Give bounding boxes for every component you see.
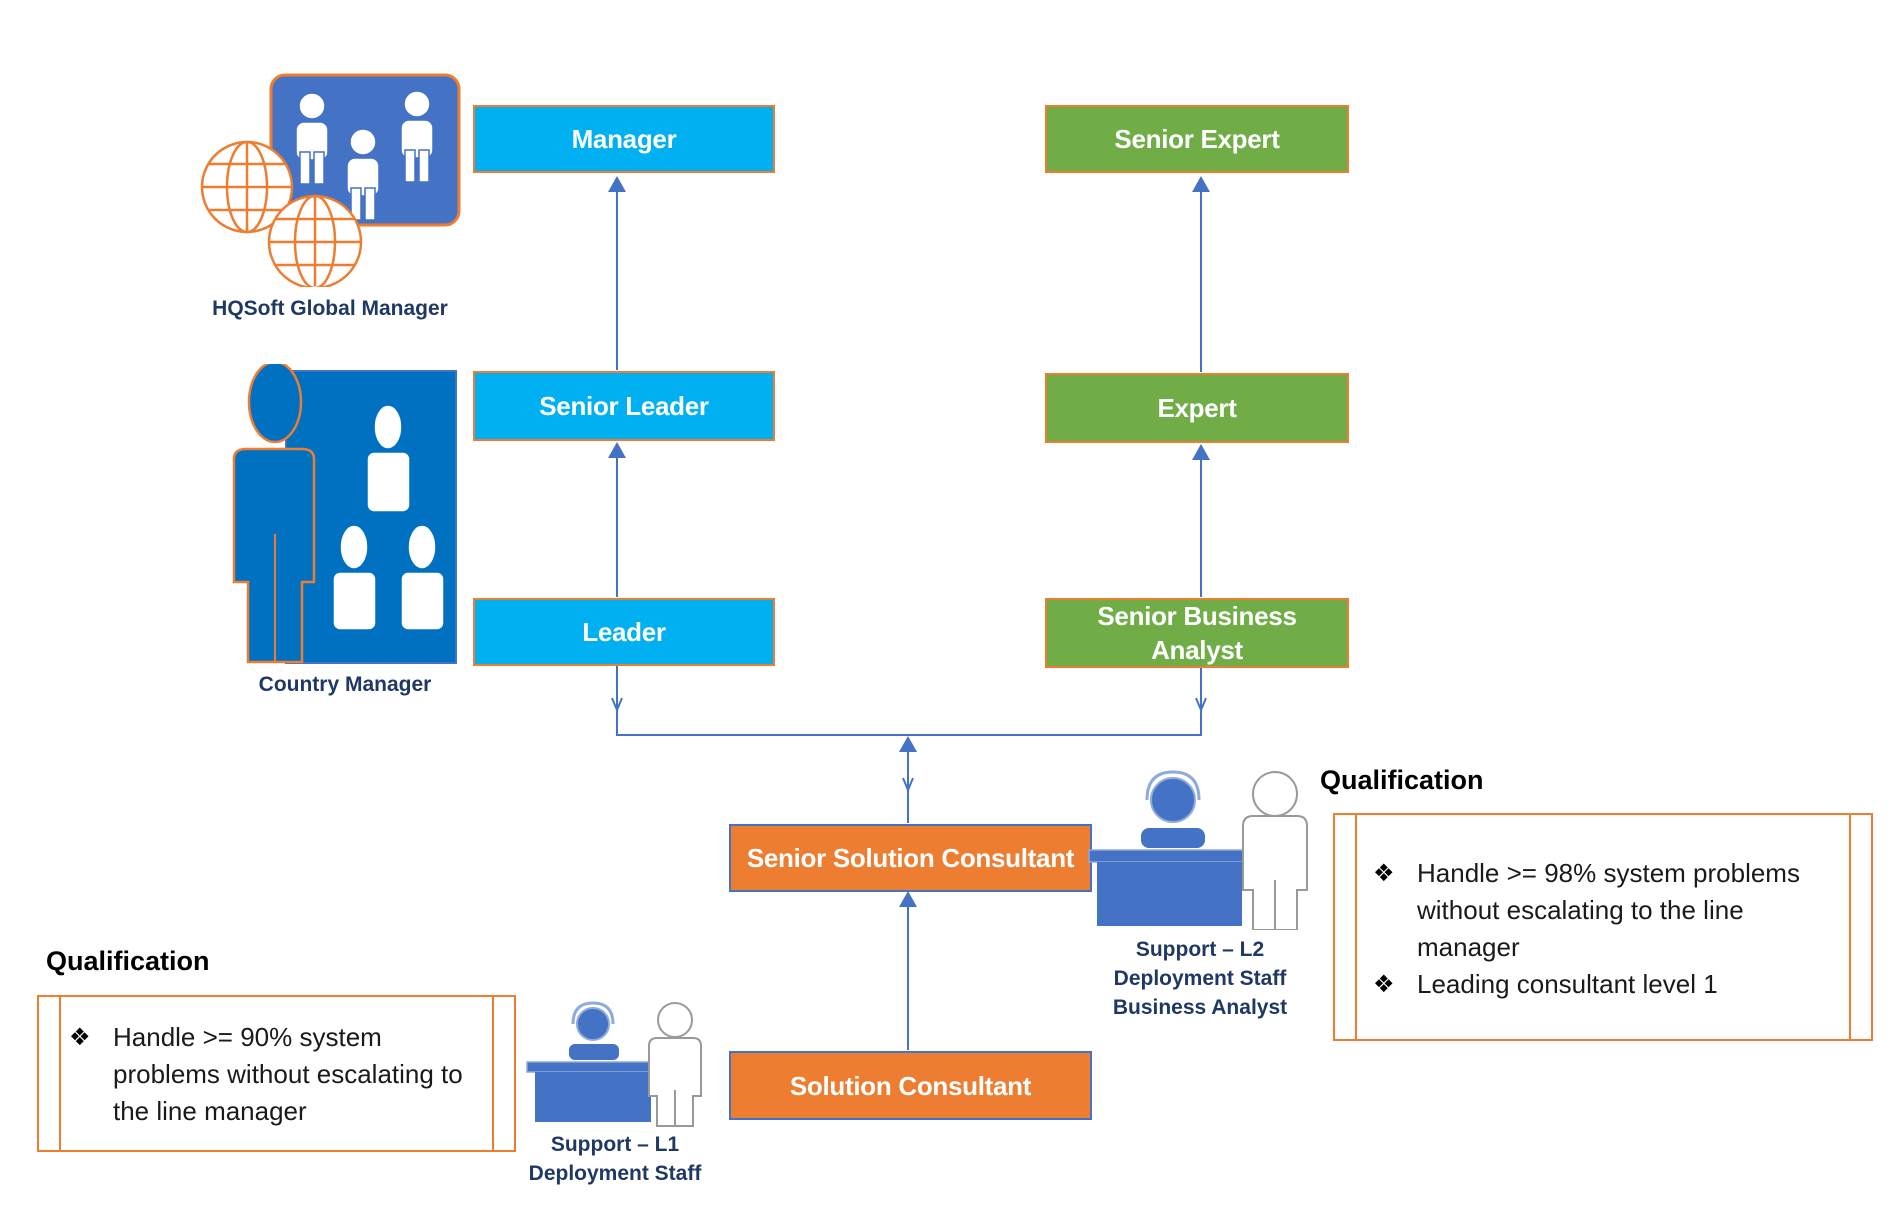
bullet-icon: ❖ bbox=[1373, 971, 1395, 998]
caption-line: Deployment Staff bbox=[528, 1162, 702, 1185]
role-box-expert: Expert bbox=[1045, 373, 1349, 443]
qualification-list-senior: ❖ Handle >= 98% system problems without … bbox=[1373, 855, 1813, 1003]
caption-hqsoft-global-manager: HQSoft Global Manager bbox=[212, 297, 448, 320]
support-desk-l1-icon bbox=[526, 1001, 702, 1127]
caption-support-l1: Support – L1 Deployment Staff bbox=[500, 1130, 730, 1188]
role-box-senior-expert: Senior Expert bbox=[1045, 105, 1349, 173]
role-box-solution-consultant: Solution Consultant bbox=[729, 1051, 1092, 1120]
qualification-text: Handle >= 98% system problems without es… bbox=[1417, 858, 1800, 962]
role-box-senior-business-analyst: Senior Business Analyst bbox=[1045, 598, 1349, 668]
qualification-item: ❖ Handle >= 98% system problems without … bbox=[1373, 855, 1813, 966]
bullet-icon: ❖ bbox=[69, 1024, 91, 1051]
role-box-leader: Leader bbox=[473, 598, 775, 666]
qualification-title-junior: Qualification bbox=[46, 946, 210, 976]
qualification-item: ❖ Handle >= 90% system problems without … bbox=[69, 1019, 469, 1130]
role-label: Manager bbox=[571, 124, 677, 154]
role-label: Expert bbox=[1157, 393, 1237, 423]
role-box-manager: Manager bbox=[473, 105, 775, 173]
qualification-list-junior: ❖ Handle >= 90% system problems without … bbox=[69, 1019, 469, 1130]
role-label: Senior Expert bbox=[1114, 124, 1280, 154]
qualification-title-senior: Qualification bbox=[1320, 765, 1484, 795]
caption-country-manager: Country Manager bbox=[258, 673, 432, 696]
country-manager-icon bbox=[232, 364, 457, 664]
qualification-item: ❖ Leading consultant level 1 bbox=[1373, 966, 1813, 1003]
qualification-text: Handle >= 90% system problems without es… bbox=[113, 1022, 463, 1126]
role-label: Senior Leader bbox=[539, 391, 709, 421]
caption-line: Deployment Staff bbox=[1113, 967, 1287, 990]
qualification-box-junior: ❖ Handle >= 90% system problems without … bbox=[37, 995, 516, 1152]
role-box-senior-leader: Senior Leader bbox=[473, 371, 775, 441]
caption-line: Business Analyst bbox=[1112, 996, 1288, 1019]
global-team-icon bbox=[200, 73, 461, 287]
qualification-box-senior: ❖ Handle >= 98% system problems without … bbox=[1333, 813, 1873, 1041]
role-label: Senior Solution Consultant bbox=[746, 843, 1075, 873]
qualification-text: Leading consultant level 1 bbox=[1417, 969, 1718, 999]
bullet-icon: ❖ bbox=[1373, 860, 1395, 887]
caption-line: Support – L1 bbox=[550, 1133, 680, 1156]
role-label: Leader bbox=[582, 617, 666, 647]
caption-line: Support – L2 bbox=[1135, 938, 1265, 961]
role-box-senior-solution-consultant: Senior Solution Consultant bbox=[729, 824, 1092, 892]
caption-support-l2: Support – L2 Deployment Staff Business A… bbox=[1085, 935, 1315, 1022]
branch-line bbox=[616, 665, 1202, 736]
support-desk-l2-icon bbox=[1088, 770, 1308, 930]
role-label: Solution Consultant bbox=[789, 1070, 1032, 1101]
role-label: Senior Business Analyst bbox=[1097, 601, 1297, 665]
